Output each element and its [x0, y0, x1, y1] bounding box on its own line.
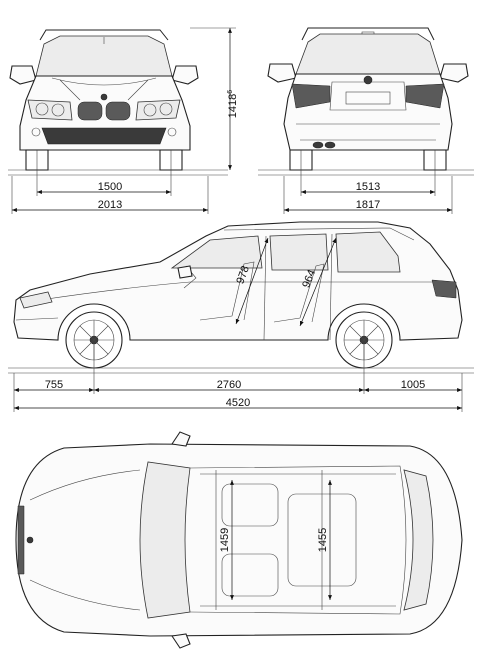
front-width-label: 2013 — [98, 199, 122, 211]
rear-headroom-dimension-line — [299, 237, 337, 327]
height-label: 14186 — [227, 90, 239, 118]
rear-width-label: 1817 — [356, 199, 380, 211]
top-view — [15, 431, 463, 649]
rear-overhang-label: 1005 — [401, 379, 425, 391]
front-headroom-label: 978 — [234, 264, 252, 285]
front-overhang-label: 755 — [45, 379, 63, 391]
rear-view — [267, 27, 469, 171]
front-shoulder-label: 1459 — [219, 528, 231, 552]
front-view — [9, 29, 199, 171]
rear-shoulder-label: 1455 — [317, 528, 329, 552]
front-headroom-dimension-line — [235, 237, 269, 325]
front-track-label: 1500 — [98, 181, 122, 193]
wheelbase-label: 2760 — [217, 379, 241, 391]
overall-length-label: 4520 — [226, 397, 250, 409]
rear-track-label: 1513 — [356, 181, 380, 193]
side-view — [13, 221, 463, 369]
